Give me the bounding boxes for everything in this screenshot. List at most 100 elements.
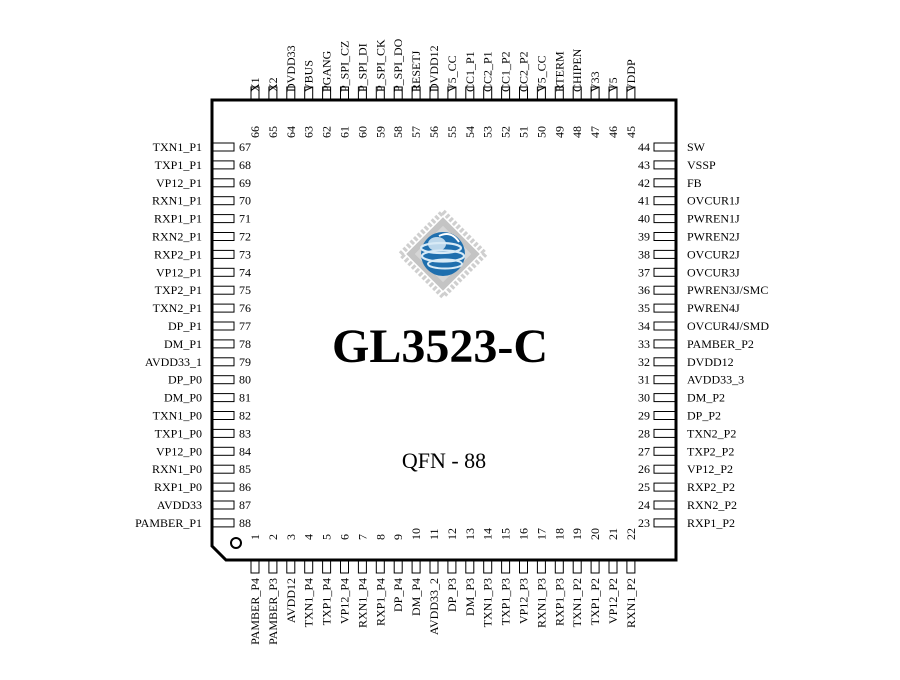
pin-84-lead — [212, 446, 235, 456]
pin-51-lead — [519, 86, 528, 100]
pin-73-name: RXP2_P1 — [154, 247, 202, 261]
pin-14-name: TXN1_P3 — [481, 578, 495, 627]
pin-52-name: CC1_P2 — [499, 51, 513, 92]
pin-17-lead — [536, 560, 546, 574]
pin-76-name: TXN2_P1 — [153, 301, 202, 315]
pin-83-name: TXP1_P0 — [155, 426, 202, 440]
pin-18-number: 18 — [552, 528, 566, 540]
pin-72-name: RXN2_P1 — [152, 230, 202, 244]
pin-36-lead — [653, 285, 676, 295]
pin-32-number: 32 — [638, 355, 650, 369]
pin-48-lead — [572, 86, 582, 100]
pin-32-name: DVDD12 — [687, 355, 734, 369]
pin-21-lead — [608, 560, 618, 574]
pin-28-name: TXN2_P2 — [687, 426, 736, 440]
pin-57-number: 57 — [409, 126, 423, 138]
pin-34-name: OVCUR4J/SMD — [687, 319, 769, 333]
pin-29-number: 29 — [638, 409, 650, 423]
pin-79-number: 79 — [239, 355, 251, 369]
pin-13-number: 13 — [463, 528, 477, 540]
pin-72-lead — [212, 232, 235, 241]
pin-68-lead — [212, 160, 235, 170]
pin-62-number: 62 — [320, 126, 334, 138]
pin-61-lead — [340, 86, 349, 100]
pin-81-lead — [212, 393, 235, 403]
pin-25-number: 25 — [638, 480, 650, 494]
pin-53-lead — [483, 86, 493, 100]
pin-38-lead — [653, 249, 676, 259]
pin-52-lead — [501, 86, 511, 100]
pin-78-name: DM_P1 — [164, 337, 202, 351]
pin-84-name: VP12_P0 — [156, 444, 202, 458]
pin-50-name: V5_CC — [534, 55, 548, 92]
pin-14-number: 14 — [481, 528, 495, 540]
pin-43-number: 43 — [638, 158, 650, 172]
pin-22-name: RXN1_P2 — [624, 578, 638, 628]
pin-40-name: PWREN1J — [687, 212, 740, 226]
pins-bottom-group: 1PAMBER_P42PAMBER_P33AVDD124TXN1_P45TXP1… — [248, 528, 638, 645]
pin-74-lead — [212, 267, 235, 277]
pin-77-lead — [212, 321, 235, 331]
pin-16-name: VP12_P3 — [517, 578, 531, 624]
pin-63-lead — [304, 86, 314, 100]
pin-47-number: 47 — [588, 126, 602, 138]
pin-27-name: TXP2_P2 — [687, 444, 734, 458]
pin-20-number: 20 — [588, 528, 602, 540]
pin-6-lead — [340, 560, 349, 574]
pin-44-number: 44 — [638, 140, 650, 154]
pin-23-name: RXP1_P2 — [687, 516, 735, 530]
pin-62-name: PGANG — [320, 50, 334, 92]
pin-42-lead — [653, 178, 676, 188]
pin-41-number: 41 — [638, 194, 650, 208]
pin-71-name: RXP1_P1 — [154, 212, 202, 226]
pin-68-name: TXP1_P1 — [155, 158, 202, 172]
pin-14-lead — [483, 560, 493, 574]
pin-69-number: 69 — [239, 176, 251, 190]
pin-60-number: 60 — [355, 126, 369, 138]
pin-28-number: 28 — [638, 426, 650, 440]
pin-79-name: AVDD33_1 — [145, 355, 202, 369]
pin-26-number: 26 — [638, 462, 650, 476]
pin-57-name: RESETJ — [409, 50, 423, 92]
pin-59-number: 59 — [373, 126, 387, 138]
pin-56-name: DVDD12 — [427, 45, 441, 92]
pin-9-name: DP_P4 — [391, 578, 405, 612]
pin-40-lead — [653, 214, 676, 224]
pin-63-number: 63 — [302, 126, 316, 138]
pin-66-lead — [250, 86, 260, 100]
pin-49-lead — [554, 86, 564, 100]
pin-62-lead — [322, 86, 332, 100]
pin-59-lead — [375, 86, 385, 100]
pin-60-lead — [357, 86, 367, 100]
pin-81-number: 81 — [239, 391, 251, 405]
pin-36-name: PWREN3J/SMC — [687, 283, 768, 297]
pin-86-number: 86 — [239, 480, 251, 494]
pin-7-number: 7 — [355, 534, 369, 540]
pin-64-number: 64 — [284, 126, 298, 138]
pin-39-number: 39 — [638, 230, 650, 244]
pin-64-lead — [286, 86, 296, 100]
pin-56-number: 56 — [427, 126, 441, 138]
pin-7-lead — [357, 560, 367, 574]
pin-58-name: P_SPI_DO — [391, 38, 405, 92]
pin-31-name: AVDD33_3 — [687, 373, 744, 387]
pin-80-name: DP_P0 — [168, 373, 202, 387]
pin-80-number: 80 — [239, 373, 251, 387]
pin-36-number: 36 — [638, 283, 650, 297]
pin-81-name: DM_P0 — [164, 391, 202, 405]
pin-6-name: VP12_P4 — [338, 578, 352, 624]
pin-77-number: 77 — [239, 319, 251, 333]
pin-58-lead — [393, 86, 403, 100]
pin-19-number: 19 — [570, 528, 584, 540]
pin-39-name: PWREN2J — [687, 230, 740, 244]
pin-58-number: 58 — [391, 126, 405, 138]
pin-64-name: DVDD33 — [284, 45, 298, 92]
pin-35-lead — [653, 303, 676, 313]
pin-54-number: 54 — [463, 126, 477, 138]
pin-11-lead — [429, 560, 439, 574]
genesys-logo-icon — [397, 208, 489, 300]
pin-23-number: 23 — [638, 516, 650, 530]
pin-45-lead — [626, 86, 636, 100]
pin-66-name: X1 — [248, 77, 262, 92]
pin-16-number: 16 — [517, 528, 531, 540]
